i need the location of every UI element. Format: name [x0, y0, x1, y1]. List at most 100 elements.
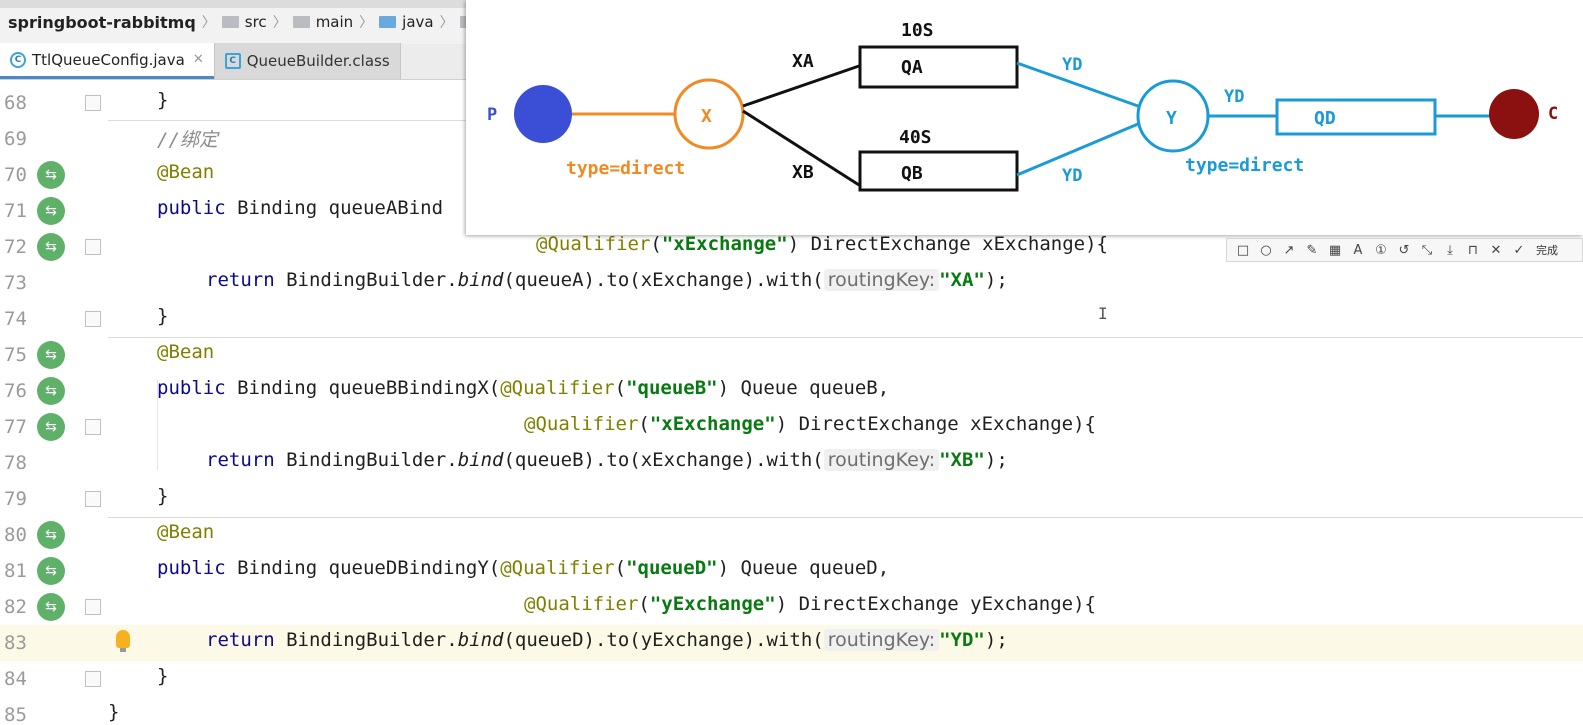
- routing-key-yd-mid: YD: [1224, 87, 1244, 107]
- spring-bean-icon[interactable]: ⇆: [37, 413, 65, 441]
- breadcrumb-project[interactable]: springboot-rabbitmq: [8, 12, 196, 32]
- queue-qd-node: [1275, 98, 1437, 136]
- exchange-y-type: type=direct: [1185, 155, 1304, 176]
- fold-marker-icon[interactable]: [85, 491, 101, 507]
- consumer-node: [1489, 89, 1539, 139]
- parameter-hint: routingKey:: [823, 629, 940, 651]
- code-line[interactable]: 74 }: [4, 305, 169, 330]
- spring-bean-icon[interactable]: ⇆: [37, 197, 65, 225]
- code-line[interactable]: 68 }: [4, 89, 169, 114]
- code-line[interactable]: 69 //绑定: [4, 128, 218, 151]
- exchange-y-label: Y: [1166, 108, 1177, 129]
- method-separator: [108, 337, 1583, 338]
- top-toolbar-strip: [0, 0, 470, 8]
- fold-marker-icon[interactable]: [85, 419, 101, 435]
- parameter-hint: routingKey:: [823, 449, 940, 471]
- chevron-right-icon: 〉: [359, 15, 374, 31]
- chevron-right-icon: 〉: [439, 15, 454, 31]
- code-line[interactable]: 78 return BindingBuilder.bind(queueB).to…: [4, 449, 1008, 474]
- code-line[interactable]: 71 ⇆ public Binding queueABind: [0, 193, 1583, 229]
- routing-key-xa: XA: [792, 51, 814, 72]
- done-button[interactable]: 完成: [1536, 244, 1558, 257]
- consumer-label: C: [1548, 104, 1558, 124]
- breadcrumb-item-main[interactable]: main: [292, 13, 353, 31]
- folder-icon: [379, 16, 397, 28]
- rectangle-icon[interactable]: □: [1236, 242, 1250, 258]
- routing-key-yd-bottom: YD: [1062, 166, 1082, 186]
- download-icon[interactable]: ⤓: [1447, 242, 1453, 258]
- code-line[interactable]: 80 ⇆ @Bean: [0, 517, 1583, 553]
- crop-icon[interactable]: ⤡: [1421, 242, 1433, 258]
- code-line[interactable]: 72 ⇆ @Qualifier("xExchange") DirectExcha…: [0, 229, 1583, 265]
- parameter-hint: routingKey:: [823, 269, 940, 291]
- class-icon: C: [224, 53, 241, 69]
- ttl-qb: 40S: [899, 127, 932, 148]
- queue-qd-label: QD: [1314, 108, 1336, 129]
- routing-key-yd-top: YD: [1062, 55, 1082, 75]
- spring-bean-icon[interactable]: ⇆: [37, 521, 65, 549]
- class-icon: C: [10, 51, 26, 68]
- breadcrumb-item-java[interactable]: java: [379, 13, 434, 31]
- arrow-icon[interactable]: ↗: [1283, 242, 1295, 258]
- tab-queue-builder[interactable]: C QueueBuilder.class: [213, 43, 401, 79]
- queue-qa-label: QA: [901, 57, 923, 78]
- edge-x-qb: [742, 109, 860, 187]
- lightbulb-icon[interactable]: [116, 630, 130, 652]
- undo-icon[interactable]: ↺: [1398, 242, 1410, 258]
- bookmark-icon[interactable]: ⊓: [1467, 242, 1479, 258]
- number-icon[interactable]: ①: [1375, 242, 1387, 258]
- folder-icon: [292, 16, 310, 28]
- code-line-current[interactable]: 83 return BindingBuilder.bind(queueD).to…: [0, 625, 1583, 661]
- circle-icon[interactable]: ○: [1260, 242, 1272, 258]
- code-line[interactable]: 73 return BindingBuilder.bind(queueA).to…: [4, 269, 1008, 294]
- fold-marker-icon[interactable]: [85, 599, 101, 615]
- fold-marker-icon[interactable]: [85, 671, 101, 687]
- code-line[interactable]: 70 ⇆ @Bean: [0, 157, 1583, 193]
- code-line[interactable]: 82 ⇆ @Qualifier("yExchange") DirectExcha…: [0, 589, 1583, 625]
- routing-key-xb: XB: [792, 162, 814, 183]
- edge-qb-y: [1016, 122, 1139, 177]
- spring-bean-icon[interactable]: ⇆: [37, 377, 65, 405]
- method-separator: [108, 517, 1583, 518]
- exchange-x-type: type=direct: [566, 158, 685, 179]
- pen-icon[interactable]: ✎: [1306, 242, 1318, 258]
- fold-marker-icon[interactable]: [85, 95, 101, 111]
- spring-bean-icon[interactable]: ⇆: [37, 557, 65, 585]
- close-icon[interactable]: ✕: [192, 52, 204, 67]
- text-icon[interactable]: A: [1353, 242, 1363, 258]
- producer-label: P: [487, 105, 497, 125]
- diagram-svg: P X type=direct XA XB 10S QA 40S QB YD Y…: [487, 20, 1558, 192]
- code-line[interactable]: 77 ⇆ @Qualifier("xExchange") DirectExcha…: [0, 409, 1583, 445]
- fold-marker-icon[interactable]: [85, 311, 101, 327]
- breadcrumb-item-src[interactable]: src: [221, 13, 267, 31]
- ttl-qa: 10S: [901, 20, 934, 41]
- text-cursor-icon: I: [1098, 304, 1108, 323]
- code-line[interactable]: 79 }: [4, 485, 169, 510]
- code-line[interactable]: 76 ⇆ public Binding queueBBindingX(@Qual…: [0, 373, 1583, 409]
- close-icon[interactable]: ✕: [1490, 242, 1502, 258]
- chevron-right-icon: 〉: [272, 15, 287, 31]
- queue-qb-label: QB: [901, 163, 923, 184]
- queue-qa-node: [858, 45, 1019, 89]
- edge-x-qa: [742, 64, 860, 108]
- code-line[interactable]: 85 }: [4, 701, 120, 725]
- indent-guide: [157, 380, 158, 470]
- mosaic-icon[interactable]: ▦: [1328, 242, 1342, 258]
- spring-bean-icon[interactable]: ⇆: [37, 341, 65, 369]
- spring-bean-icon[interactable]: ⇆: [37, 161, 65, 189]
- spring-bean-icon[interactable]: ⇆: [37, 593, 65, 621]
- exchange-x-node: [673, 78, 745, 150]
- screenshot-toolbar: □ ○ ↗ ✎ ▦ A ① ↺ ⤡ ⤓ ⊓ ✕ ✓ 完成: [1226, 238, 1583, 262]
- queue-qb-node: [858, 150, 1019, 192]
- producer-node: [514, 85, 572, 143]
- code-line[interactable]: 75 ⇆ @Bean: [0, 337, 1583, 373]
- check-icon[interactable]: ✓: [1513, 242, 1525, 258]
- exchange-x-label: X: [701, 106, 712, 127]
- code-line[interactable]: 84 }: [4, 665, 169, 690]
- fold-marker-icon[interactable]: [85, 239, 101, 255]
- chevron-right-icon: 〉: [201, 15, 216, 31]
- spring-bean-icon[interactable]: ⇆: [37, 233, 65, 261]
- rabbitmq-ttl-diagram: P X type=direct XA XB 10S QA 40S QB YD Y…: [466, 0, 1583, 235]
- tab-ttl-queue-config[interactable]: C TtlQueueConfig.java ✕: [0, 43, 214, 79]
- code-line[interactable]: 81 ⇆ public Binding queueDBindingY(@Qual…: [0, 553, 1583, 589]
